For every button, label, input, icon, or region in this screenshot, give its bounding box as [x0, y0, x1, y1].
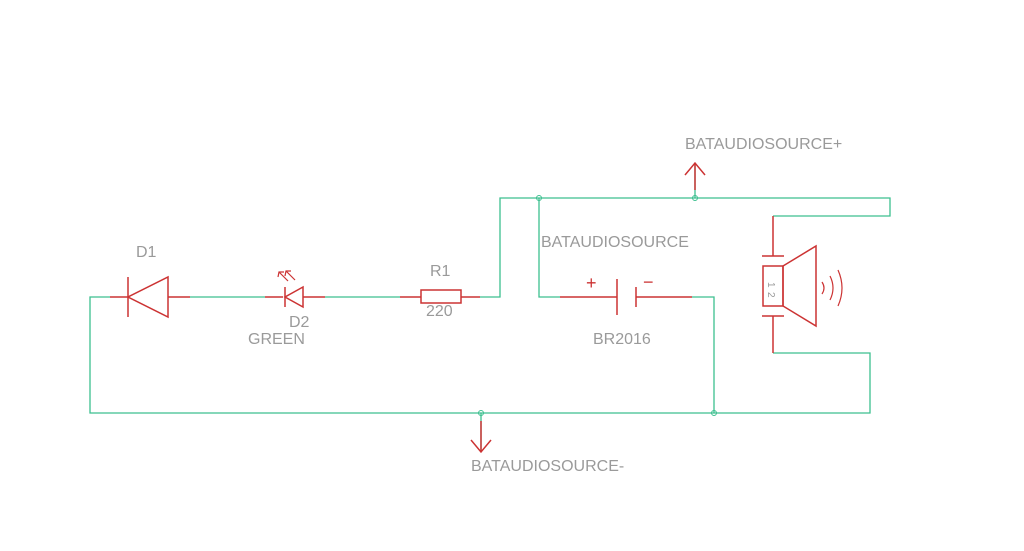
- net-label-source: BATAUDIOSOURCE: [541, 234, 689, 251]
- speaker-pin2-label: 2: [765, 292, 776, 298]
- supply-plus-symbol: [684, 161, 706, 190]
- light-emission-icon: [277, 270, 296, 282]
- wire-mid-to-battery: [538, 198, 560, 298]
- wire-d1-to-bottom: [89, 296, 871, 414]
- led-d2[interactable]: [265, 270, 325, 309]
- wire-battery-to-bottom: [692, 296, 715, 413]
- speaker-pin1-label: 1: [765, 282, 776, 288]
- resistor-r1[interactable]: [400, 289, 480, 304]
- junctions: [478, 195, 717, 416]
- battery-value-label: BR2016: [593, 331, 651, 348]
- net-label-source-minus: BATAUDIOSOURCE-: [471, 458, 624, 475]
- speaker[interactable]: [762, 216, 843, 353]
- junction-dot: [692, 195, 698, 201]
- net-label-source-plus: BATAUDIOSOURCE+: [685, 136, 842, 153]
- battery-minus-sign: −: [643, 272, 654, 292]
- d2-value-label: GREEN: [248, 331, 305, 348]
- junction-dot: [536, 195, 542, 201]
- supply-minus-symbol: [470, 421, 492, 454]
- battery-br2016[interactable]: [560, 279, 692, 315]
- wires: [89, 165, 891, 450]
- d2-name-label: D2: [289, 314, 310, 331]
- r1-name-label: R1: [430, 263, 451, 280]
- r1-value-label: 220: [426, 303, 453, 320]
- junction-dot: [711, 410, 717, 416]
- diode-d1[interactable]: [110, 275, 190, 319]
- junction-dot: [478, 410, 484, 416]
- sound-wave-icon: [821, 269, 843, 307]
- d1-name-label: D1: [136, 244, 157, 261]
- battery-plus-sign: +: [586, 273, 597, 293]
